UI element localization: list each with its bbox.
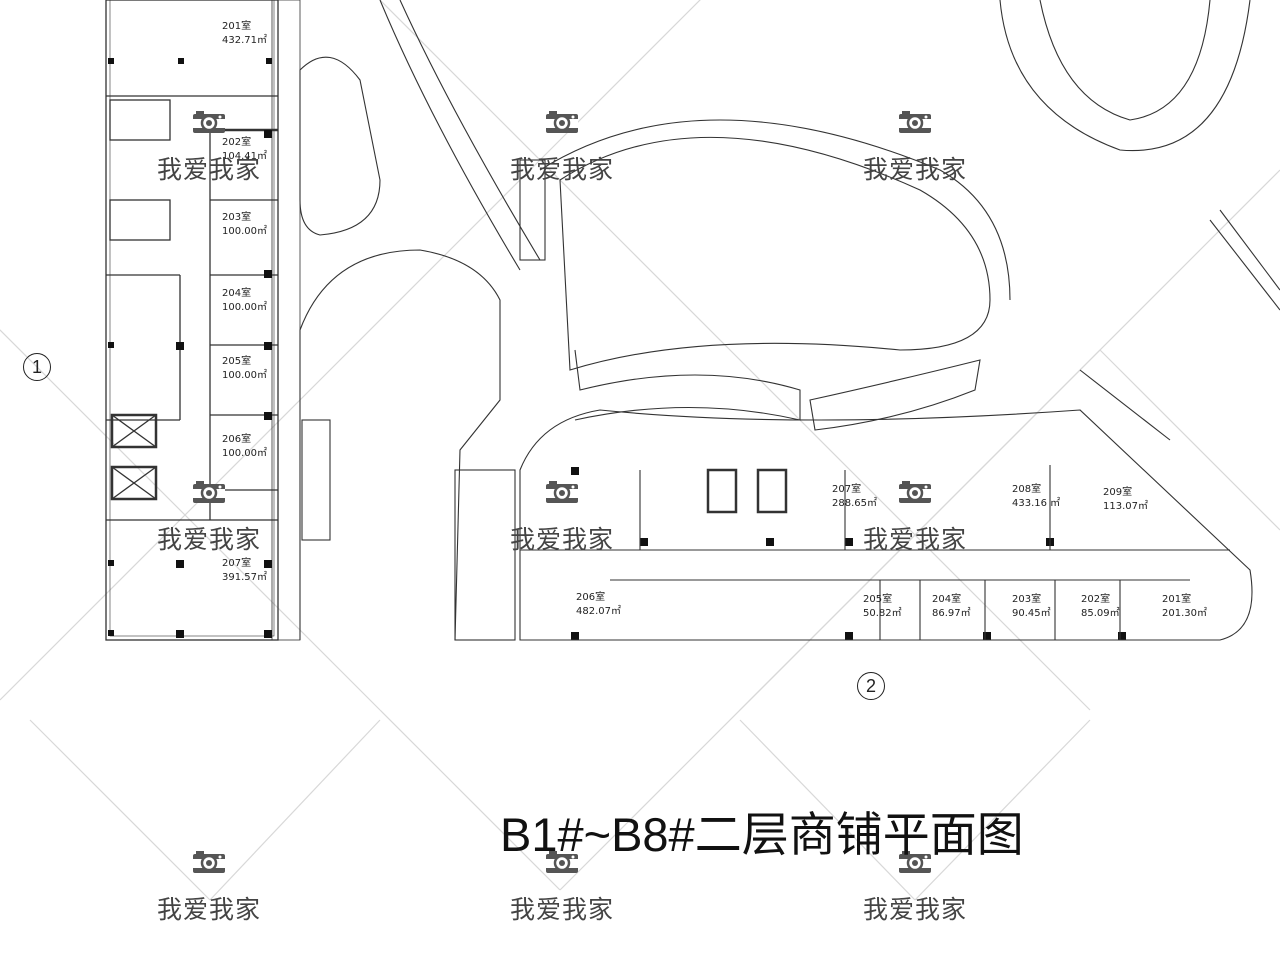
- watermark-diagonals: [0, 0, 1280, 901]
- watermark: 我爱我家: [502, 480, 622, 556]
- camera-icon: [193, 481, 225, 503]
- watermark-text: 我爱我家: [156, 895, 261, 924]
- watermark: 我爱我家: [502, 110, 622, 186]
- camera-icon: [546, 111, 578, 133]
- watermark: 我爱我家: [149, 850, 269, 926]
- plan-title: B1#~B8#二层商铺平面图: [500, 808, 1024, 861]
- camera-icon: [546, 851, 578, 873]
- camera-icon: [546, 481, 578, 503]
- watermark-text: 我爱我家: [862, 155, 967, 184]
- camera-icon: [193, 111, 225, 133]
- watermark: 我爱我家: [149, 480, 269, 556]
- watermark-text: 我爱我家: [156, 525, 261, 554]
- watermark-text: 我爱我家: [509, 155, 614, 184]
- watermark: 我爱我家: [502, 850, 622, 926]
- watermark-text: 我爱我家: [862, 895, 967, 924]
- camera-icon: [899, 111, 931, 133]
- central-structures: [299, 0, 1280, 641]
- watermark: 我爱我家: [855, 110, 975, 186]
- watermark-text: 我爱我家: [156, 155, 261, 184]
- camera-icon: [899, 481, 931, 503]
- watermark: 我爱我家: [149, 110, 269, 186]
- columns: [108, 58, 1126, 640]
- marker-2: 2: [857, 672, 885, 700]
- camera-icon: [193, 851, 225, 873]
- marker-1: 1: [23, 353, 51, 381]
- watermark: 我爱我家: [855, 480, 975, 556]
- camera-icon: [899, 851, 931, 873]
- watermark-text: 我爱我家: [862, 525, 967, 554]
- watermark-text: 我爱我家: [509, 525, 614, 554]
- watermark-text: 我爱我家: [509, 895, 614, 924]
- watermark: 我爱我家: [855, 850, 975, 926]
